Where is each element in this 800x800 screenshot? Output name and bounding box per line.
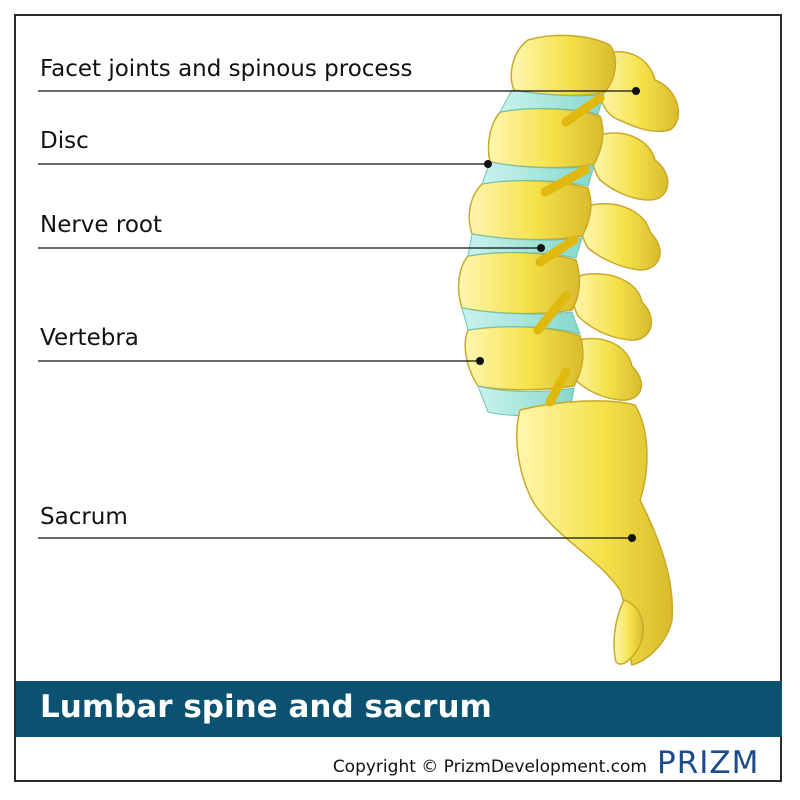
coccyx-shape [613, 599, 644, 665]
logo-text: PRIZM [657, 745, 759, 777]
label-sacrum: Sacrum [40, 504, 128, 530]
vertebral-bodies [457, 34, 617, 391]
label-facet-joints: Facet joints and spinous process [40, 56, 413, 82]
banner-title: Lumbar spine and sacrum [40, 689, 492, 725]
label-nerve-root: Nerve root [40, 212, 162, 238]
nerve-roots [533, 93, 605, 407]
copyright-text: Copyright © PrizmDevelopment.com [332, 757, 647, 777]
leader-lines [38, 90, 636, 539]
figure-frame [14, 14, 782, 782]
prizm-logo: PRIZM [657, 745, 759, 777]
leader-dots [476, 87, 640, 542]
label-vertebra: Vertebra [40, 325, 139, 351]
sacrum-shape [516, 400, 674, 666]
label-disc: Disc [40, 128, 89, 154]
title-banner: Lumbar spine and sacrum [16, 681, 782, 737]
